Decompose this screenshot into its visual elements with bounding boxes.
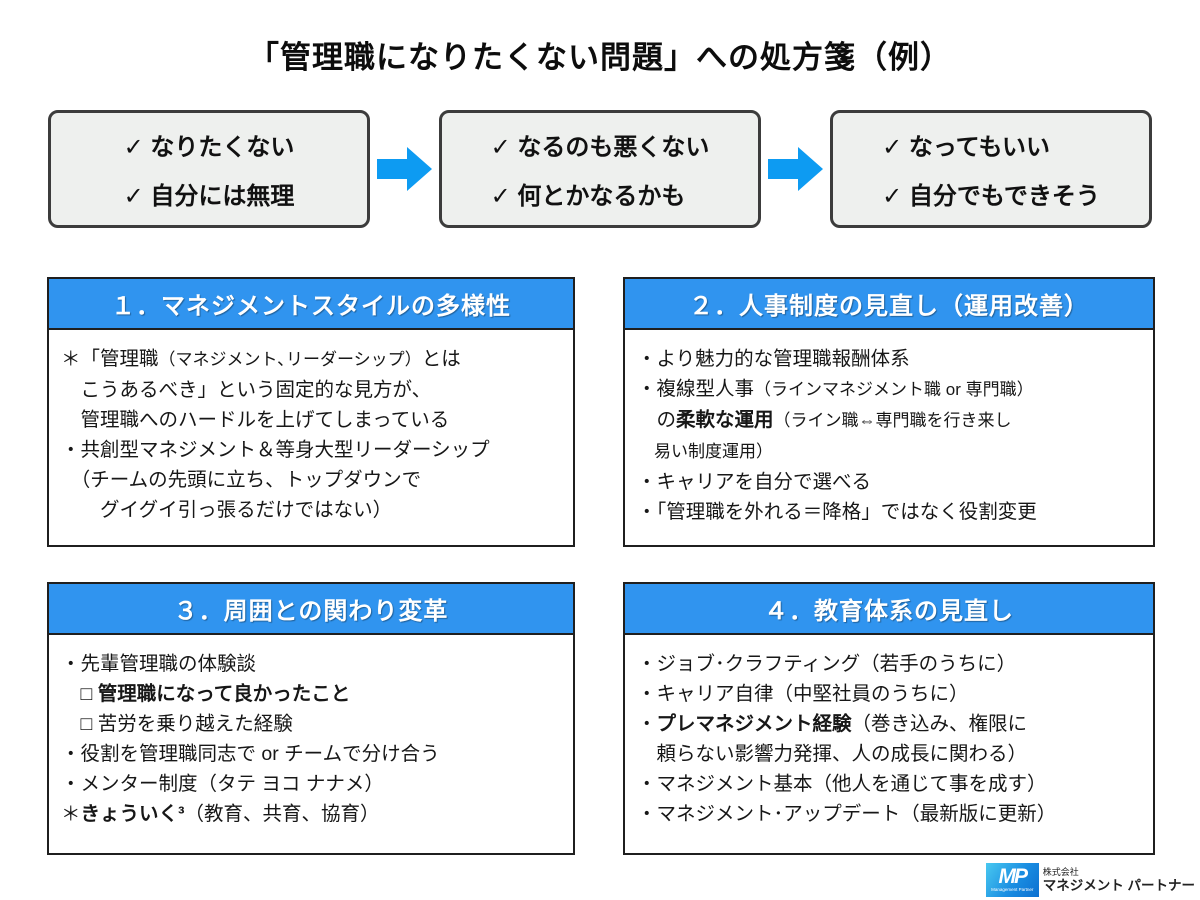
- text-segment: （教育、共育、協育）: [184, 803, 380, 825]
- logo-mark-caption: Management Partner: [991, 887, 1034, 892]
- text-segment: 管理職になって良かったこと: [97, 683, 351, 705]
- section-body-line: ＊「管理職（マネジメント､リーダーシップ）とは: [61, 344, 565, 375]
- text-segment: ・複線型人事: [637, 378, 755, 400]
- section-body-line: ・プレマネジメント経験（巻き込み、権限に: [637, 709, 1145, 739]
- section-body-line: □ 苦労を乗り越えた経験: [61, 709, 565, 739]
- flow-step-line: ✓ 何とかなるかも: [490, 183, 686, 210]
- section-body-line: こうあるべき」という固定的な見方が、: [61, 375, 565, 405]
- text-segment: 柔軟な運用: [676, 409, 774, 431]
- section-education-system-review: ４．教育体系の見直し・ジョブ･クラフティング（若手のうちに） ・キャリア自律（中堅…: [623, 582, 1155, 855]
- text-segment: ・マネジメント･アップデート（最新版に更新）: [637, 803, 1057, 825]
- text-segment: 易い制度運用）: [637, 442, 773, 461]
- text-segment: ・先輩管理職の体験談: [61, 653, 257, 675]
- text-segment: 管理職へのハードルを上げてしまっている: [61, 409, 450, 431]
- section-body-line: 管理職へのハードルを上げてしまっている: [61, 405, 565, 435]
- text-segment: □: [61, 683, 98, 705]
- section-body-line: ・マネジメント･アップデート（最新版に更新）: [637, 799, 1145, 829]
- section-title: ３．周囲との関わり変革: [49, 584, 573, 635]
- text-segment: （チームの先頭に立ち、トップダウンで: [61, 469, 422, 491]
- logo-text: 株式会社 マネジメント パートナー: [1043, 867, 1195, 894]
- section-title: ４．教育体系の見直し: [625, 584, 1153, 635]
- right-arrow-icon: [376, 146, 433, 192]
- section-hr-system-review: ２．人事制度の見直し（運用改善）・より魅力的な管理職報酬体系・複線型人事（ライン…: [623, 277, 1155, 547]
- text-segment: プレマネジメント経験: [656, 713, 852, 735]
- text-segment: 頼らない影響力発揮、人の成長に関わる）: [637, 743, 1028, 765]
- mindset-flow: ✓ なりたくない ✓ 自分には無理 ✓ なるのも悪くない ✓ 何とかなるかも ✓ なって…: [48, 110, 1152, 228]
- section-body-line: ・共創型マネジメント＆等身大型リーダーシップ: [61, 435, 565, 465]
- flow-step-line: ✓ 自分でもできそう: [882, 183, 1100, 210]
- section-body-line: ・ジョブ･クラフティング（若手のうちに）: [637, 649, 1145, 679]
- section-body: ・ジョブ･クラフティング（若手のうちに） ・キャリア自律（中堅社員のうちに） ・プレ…: [625, 635, 1153, 829]
- section-body-line: ・先輩管理職の体験談: [61, 649, 565, 679]
- text-segment: ＊: [61, 803, 81, 825]
- section-body-line: ＊きょういく³（教育、共育、協育）: [61, 799, 565, 829]
- flow-step-line: ✓ なりたくない: [123, 134, 295, 161]
- flow-step-3: ✓ なってもいい ✓ 自分でもできそう: [830, 110, 1152, 228]
- flow-step-line: ✓ なってもいい: [882, 134, 1050, 161]
- text-segment: きょういく³: [80, 803, 185, 825]
- logo-mark-letters: MP: [998, 865, 1027, 888]
- text-segment: ・マネジメント基本（他人を通じて事を成す）: [637, 773, 1047, 795]
- text-segment: ・: [637, 713, 657, 735]
- flow-step-1: ✓ なりたくない ✓ 自分には無理: [48, 110, 370, 228]
- mp-logo-icon: MP Management Partner: [985, 863, 1039, 897]
- text-segment: ・共創型マネジメント＆等身大型リーダーシップ: [61, 439, 490, 461]
- section-body-line: （チームの先頭に立ち、トップダウンで: [61, 465, 565, 495]
- text-segment: ・より魅力的な管理職報酬体系: [637, 348, 910, 370]
- text-segment: とは: [421, 348, 461, 370]
- text-segment: ・キャリア自律（中堅社員のうちに）: [637, 683, 969, 705]
- flow-step-lines: ✓ なってもいい ✓ 自分でもできそう: [882, 127, 1100, 211]
- text-segment: ＊「管理職: [61, 348, 159, 370]
- section-body-line: ・「管理職を外れる＝降格」ではなく役割変更: [637, 497, 1145, 527]
- text-segment: ・キャリアを自分で選べる: [637, 471, 872, 493]
- flow-step-line: ✓ なるのも悪くない: [490, 134, 710, 161]
- section-body-line: □ 管理職になって良かったこと: [61, 679, 565, 709]
- text-segment: （巻き込み、権限に: [851, 713, 1028, 735]
- flow-step-lines: ✓ なるのも悪くない ✓ 何とかなるかも: [491, 127, 710, 211]
- section-body: ・先輩管理職の体験談 □ 管理職になって良かったこと □ 苦労を乗り越えた経験・…: [49, 635, 573, 829]
- section-body-line: の柔軟な運用（ライン職⇔専門職を行き来し: [637, 405, 1145, 436]
- section-body-line: ・より魅力的な管理職報酬体系: [637, 344, 1145, 374]
- section-title: ２．人事制度の見直し（運用改善）: [625, 279, 1153, 330]
- section-body: ＊「管理職（マネジメント､リーダーシップ）とは こうあるべき」という固定的な見方…: [49, 330, 573, 525]
- text-segment: □ 苦労を乗り越えた経験: [61, 713, 293, 735]
- company-logo: MP Management Partner 株式会社 マネジメント パートナー: [985, 863, 1195, 897]
- text-segment: グイグイ引っ張るだけではない）: [61, 499, 393, 521]
- flow-step-2: ✓ なるのも悪くない ✓ 何とかなるかも: [439, 110, 761, 228]
- text-segment: （ライン職⇔専門職を行き来し: [773, 411, 1012, 430]
- section-body-line: 易い制度運用）: [637, 436, 1145, 467]
- text-segment: ・「管理職を外れる＝降格」ではなく役割変更: [637, 501, 1037, 523]
- text-segment: ・ジョブ･クラフティング（若手のうちに）: [637, 653, 1017, 675]
- section-body-line: 頼らない影響力発揮、人の成長に関わる）: [637, 739, 1145, 769]
- section-title: １．マネジメントスタイルの多様性: [49, 279, 573, 330]
- text-segment: こうあるべき」という固定的な見方が、: [61, 379, 432, 401]
- right-arrow-icon: [767, 146, 824, 192]
- section-body: ・より魅力的な管理職報酬体系・複線型人事（ラインマネジメント職 or 専門職） …: [625, 330, 1153, 527]
- section-body-line: ・マネジメント基本（他人を通じて事を成す）: [637, 769, 1145, 799]
- flow-step-lines: ✓ なりたくない ✓ 自分には無理: [124, 127, 295, 211]
- text-segment: ・役割を管理職同志で or チームで分け合う: [61, 743, 440, 765]
- text-segment: の: [637, 409, 677, 431]
- page-title: 「管理職になりたくない問題」への処方箋（例）: [248, 40, 952, 75]
- section-body-line: ・役割を管理職同志で or チームで分け合う: [61, 739, 565, 769]
- text-segment: （ラインマネジメント職 or 専門職）: [754, 380, 1034, 399]
- logo-company-prefix: 株式会社: [1042, 866, 1079, 877]
- section-body-line: ・キャリア自律（中堅社員のうちに）: [637, 679, 1145, 709]
- flow-step-line: ✓ 自分には無理: [123, 183, 295, 210]
- text-segment: （マネジメント､リーダーシップ）: [158, 350, 422, 369]
- section-body-line: ・キャリアを自分で選べる: [637, 467, 1145, 497]
- section-relationship-reform: ３．周囲との関わり変革・先輩管理職の体験談 □ 管理職になって良かったこと □ …: [47, 582, 575, 855]
- text-segment: ・メンター制度（タテ ヨコ ナナメ）: [61, 773, 384, 795]
- logo-company-name: マネジメント パートナー: [1042, 877, 1195, 893]
- section-management-style-diversity: １．マネジメントスタイルの多様性＊「管理職（マネジメント､リーダーシップ）とは …: [47, 277, 575, 547]
- section-body-line: ・複線型人事（ラインマネジメント職 or 専門職）: [637, 374, 1145, 405]
- section-body-line: ・メンター制度（タテ ヨコ ナナメ）: [61, 769, 565, 799]
- section-body-line: グイグイ引っ張るだけではない）: [61, 495, 565, 525]
